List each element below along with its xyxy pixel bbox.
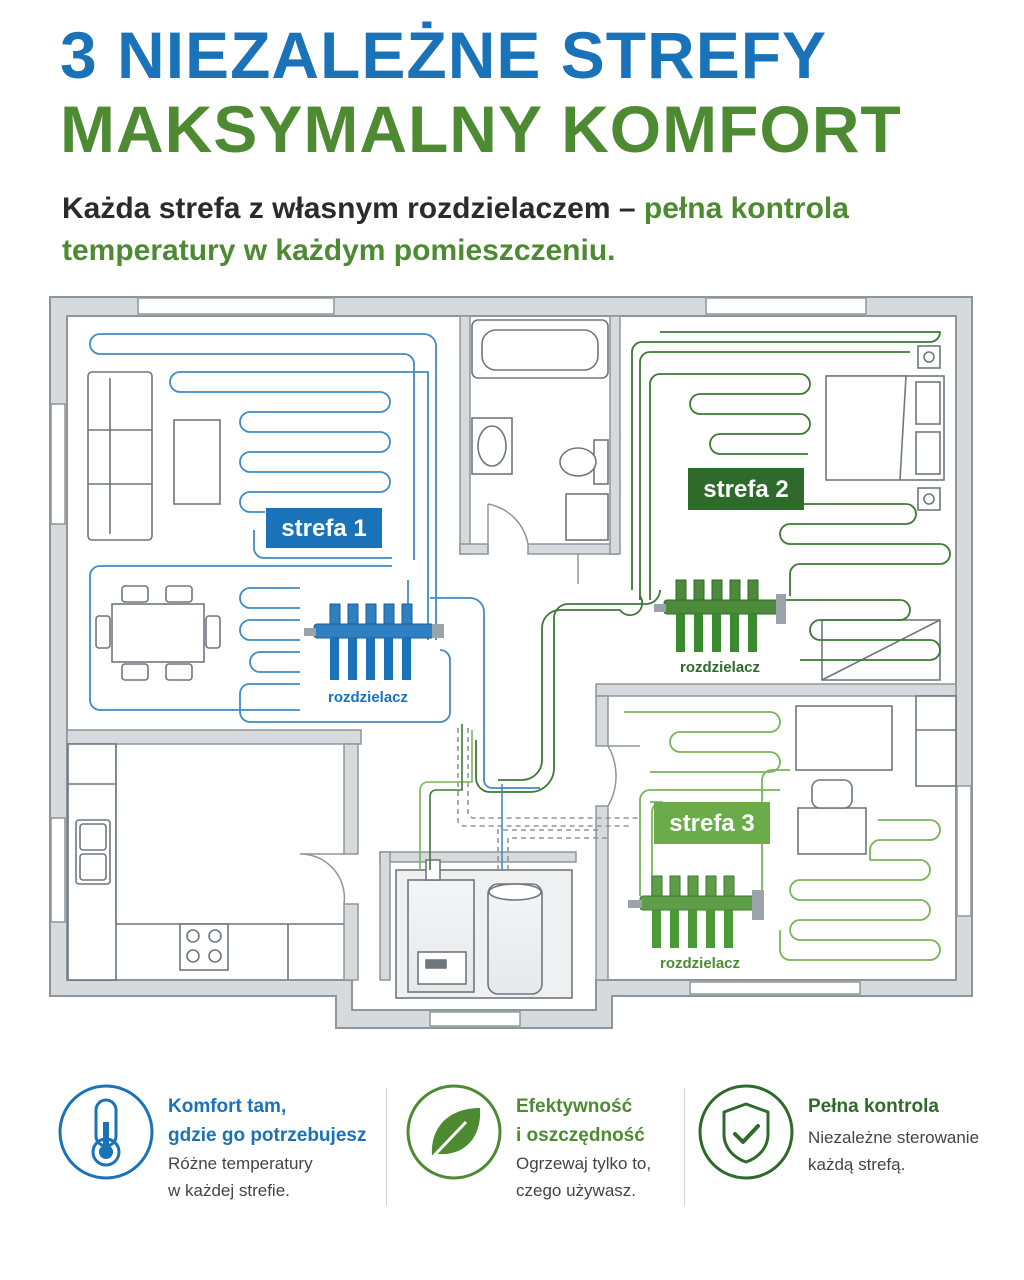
subtitle-dark: Każda strefa z własnym rozdzielaczem – <box>62 192 644 225</box>
manifold-3-label: rozdzielacz <box>660 955 740 972</box>
manifold-1-label: rozdzielacz <box>328 689 408 706</box>
zone-1-label: strefa 1 <box>281 515 366 542</box>
manifold-2-label: rozdzielacz <box>680 659 760 676</box>
zone-2-badge: strefa 2 <box>688 468 804 510</box>
zone-2-pipes <box>475 331 951 793</box>
thermometer-icon <box>58 1084 154 1180</box>
zone-1-badge: strefa 1 <box>266 508 382 548</box>
feature-3-title: Pełna kontrola <box>808 1096 939 1117</box>
manifold-2 <box>654 579 786 652</box>
zone-3-badge: strefa 3 <box>654 802 770 844</box>
manifold-1 <box>304 603 444 680</box>
feature-2-title: Efektywność i oszczędność <box>516 1096 645 1146</box>
furniture <box>67 319 957 999</box>
zone-1-pipes <box>89 333 540 789</box>
feature-3-desc: Niezależne sterowanie każdą strefą. <box>808 1128 980 1174</box>
manifold-3 <box>628 875 764 948</box>
subtitle-green: pełna kontrola temperatury w każdym pomi… <box>62 192 849 267</box>
shield-check-icon <box>698 1084 794 1180</box>
headline-line-1: 3 NIEZALEŻNE STREFY <box>60 18 828 92</box>
feature-1-title: Komfort tam, gdzie go potrzebujesz <box>168 1096 367 1146</box>
feature-control: Pełna kontrola Niezależne sterowanie każ… <box>696 1080 1006 1210</box>
walls <box>49 296 973 1029</box>
zone-3-label: strefa 3 <box>669 810 754 837</box>
zone-2-label: strefa 2 <box>703 476 788 503</box>
feature-2-desc: Ogrzewaj tylko to, czego używasz. <box>516 1154 652 1200</box>
feed-lines <box>419 724 640 870</box>
divider <box>386 1088 387 1206</box>
feature-1-desc: Różne temperatury w każdej strefie. <box>168 1154 313 1200</box>
subtitle: Każda strefa z własnym rozdzielaczem – p… <box>62 188 962 272</box>
feature-comfort: Komfort tam, gdzie go potrzebujesz Różne… <box>56 1080 376 1210</box>
floor-plan: strefa 1 strefa 2 strefa 3 rozdzielacz r… <box>49 296 973 1029</box>
divider <box>684 1088 685 1206</box>
leaf-icon <box>406 1084 502 1180</box>
feature-efficiency: Efektywność i oszczędność Ogrzewaj tylko… <box>404 1080 684 1210</box>
headline-line-2: MAKSYMALNY KOMFORT <box>60 92 902 166</box>
